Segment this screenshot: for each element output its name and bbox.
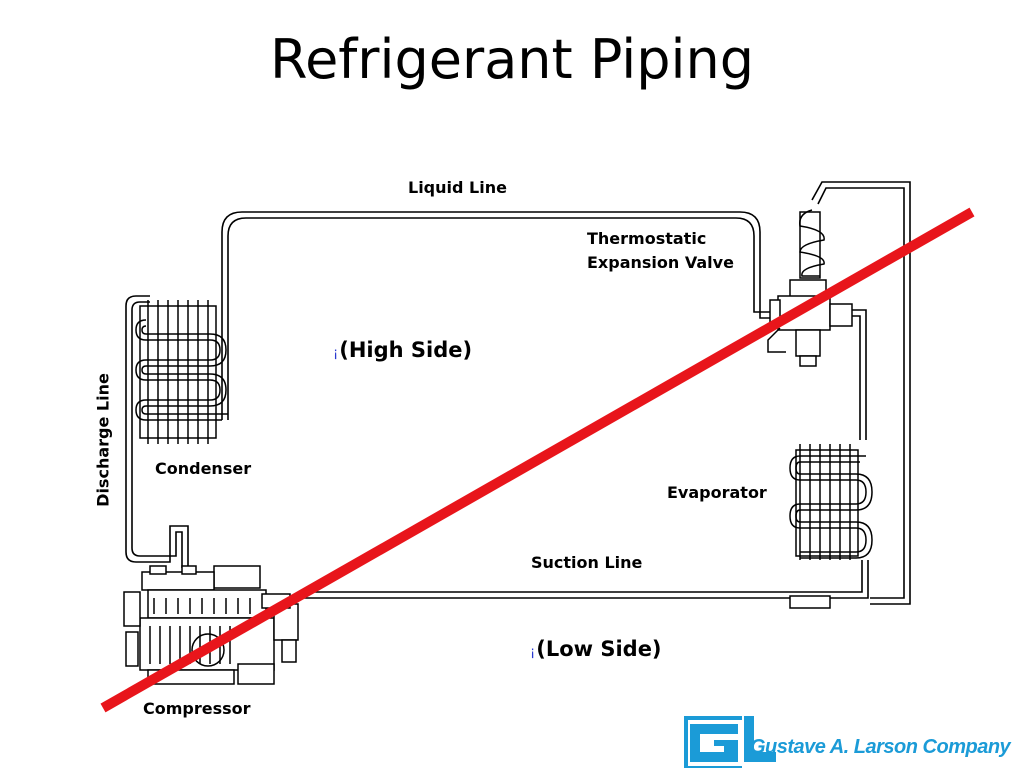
company-logo-icon bbox=[684, 716, 776, 768]
diagonal-strike-line bbox=[100, 207, 975, 713]
evaporator-label: Evaporator bbox=[667, 483, 767, 502]
txv-label-line2: Expansion Valve bbox=[587, 253, 734, 272]
suction-line-pipe bbox=[300, 560, 863, 593]
compressor-icon bbox=[123, 565, 299, 685]
expansion-valve-icon bbox=[767, 209, 853, 367]
txv-label-line1: Thermostatic bbox=[587, 229, 707, 248]
condenser-coil-icon bbox=[135, 300, 228, 444]
liquid-line-pipe bbox=[221, 211, 778, 420]
compressor-label: Compressor bbox=[143, 699, 251, 718]
slide-title: Refrigerant Piping bbox=[269, 28, 755, 91]
company-name: Gustave A. Larson Company bbox=[750, 736, 1011, 758]
liquid-line-label: Liquid Line bbox=[408, 178, 507, 197]
bullet-icon: ¡ bbox=[530, 645, 536, 660]
condenser-label: Condenser bbox=[155, 459, 252, 478]
high-side-label: ¡(High Side) bbox=[333, 338, 473, 362]
evaporator-coil-icon bbox=[789, 444, 873, 560]
low-side-label: ¡(Low Side) bbox=[530, 637, 662, 661]
suction-line-label: Suction Line bbox=[531, 553, 643, 572]
bullet-icon: ¡ bbox=[333, 346, 339, 361]
discharge-line-label: Discharge Line bbox=[93, 373, 113, 507]
discharge-line-pipe bbox=[131, 301, 150, 440]
